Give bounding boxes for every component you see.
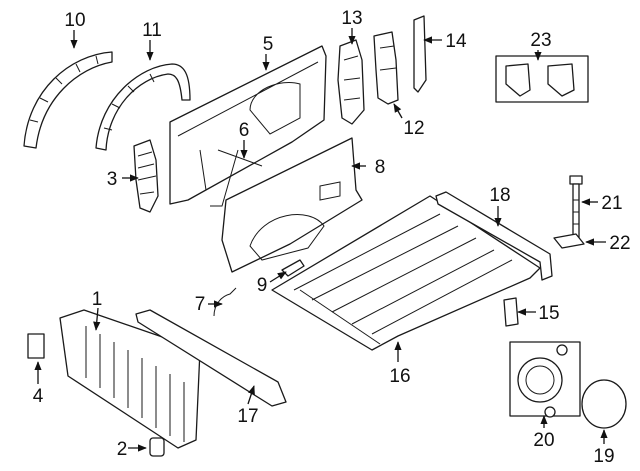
part-13-pillar: [337, 39, 365, 125]
callout-18: 18: [489, 185, 510, 206]
callout-leaders: [34, 28, 608, 452]
part-21-bolt: [569, 175, 583, 245]
callout-21: 21: [601, 193, 622, 214]
callout-7: 7: [195, 294, 206, 315]
callout-14: 14: [445, 31, 467, 52]
callout-22: 22: [609, 233, 630, 254]
callout-6: 6: [239, 120, 250, 141]
callout-11: 11: [142, 20, 162, 41]
part-22-plate: [553, 233, 585, 249]
part-14-strip: [413, 15, 427, 93]
part-11-wheel-molding: [95, 63, 191, 151]
callout-4: 4: [33, 386, 44, 407]
callout-8: 8: [375, 157, 386, 178]
part-23-brackets-kit: [495, 55, 589, 103]
part-12-pillar: [373, 31, 399, 105]
callout-2: 2: [117, 439, 128, 460]
callout-10: 10: [64, 10, 85, 31]
callout-5: 5: [263, 34, 274, 55]
callout-3: 3: [107, 169, 118, 190]
part-8-inner-panel: [221, 137, 363, 273]
callout-labels: 10 11 5 13 14 23 6 12 3 8 18 21 22 9 7 1…: [33, 8, 631, 467]
callout-23: 23: [530, 30, 551, 51]
part-10-wheelhouse-liner: [23, 51, 113, 149]
part-18-rail: [435, 191, 553, 281]
part-16-bed-floor: [271, 195, 541, 351]
callout-12: 12: [403, 118, 424, 139]
callout-20: 20: [533, 430, 554, 451]
callout-1: 1: [92, 289, 103, 310]
part-1-tailgate: [59, 309, 201, 449]
part-3-bracket: [133, 139, 159, 213]
part-20-housing: [509, 341, 581, 418]
callout-19: 19: [593, 446, 614, 467]
part-6-rod: [210, 149, 263, 207]
callout-17: 17: [237, 406, 258, 427]
part-2-cap: [149, 437, 165, 457]
part-7-hook: [213, 287, 237, 317]
callout-13: 13: [341, 8, 362, 29]
callout-9: 9: [257, 275, 268, 296]
part-5-side-panel: [169, 45, 327, 205]
callout-16: 16: [389, 366, 410, 387]
part-4-tag: [27, 333, 45, 359]
part-15-pad: [503, 297, 519, 327]
part-17-rail-cap: [135, 309, 287, 407]
part-19-cover: [581, 379, 627, 429]
callout-15: 15: [538, 303, 559, 324]
